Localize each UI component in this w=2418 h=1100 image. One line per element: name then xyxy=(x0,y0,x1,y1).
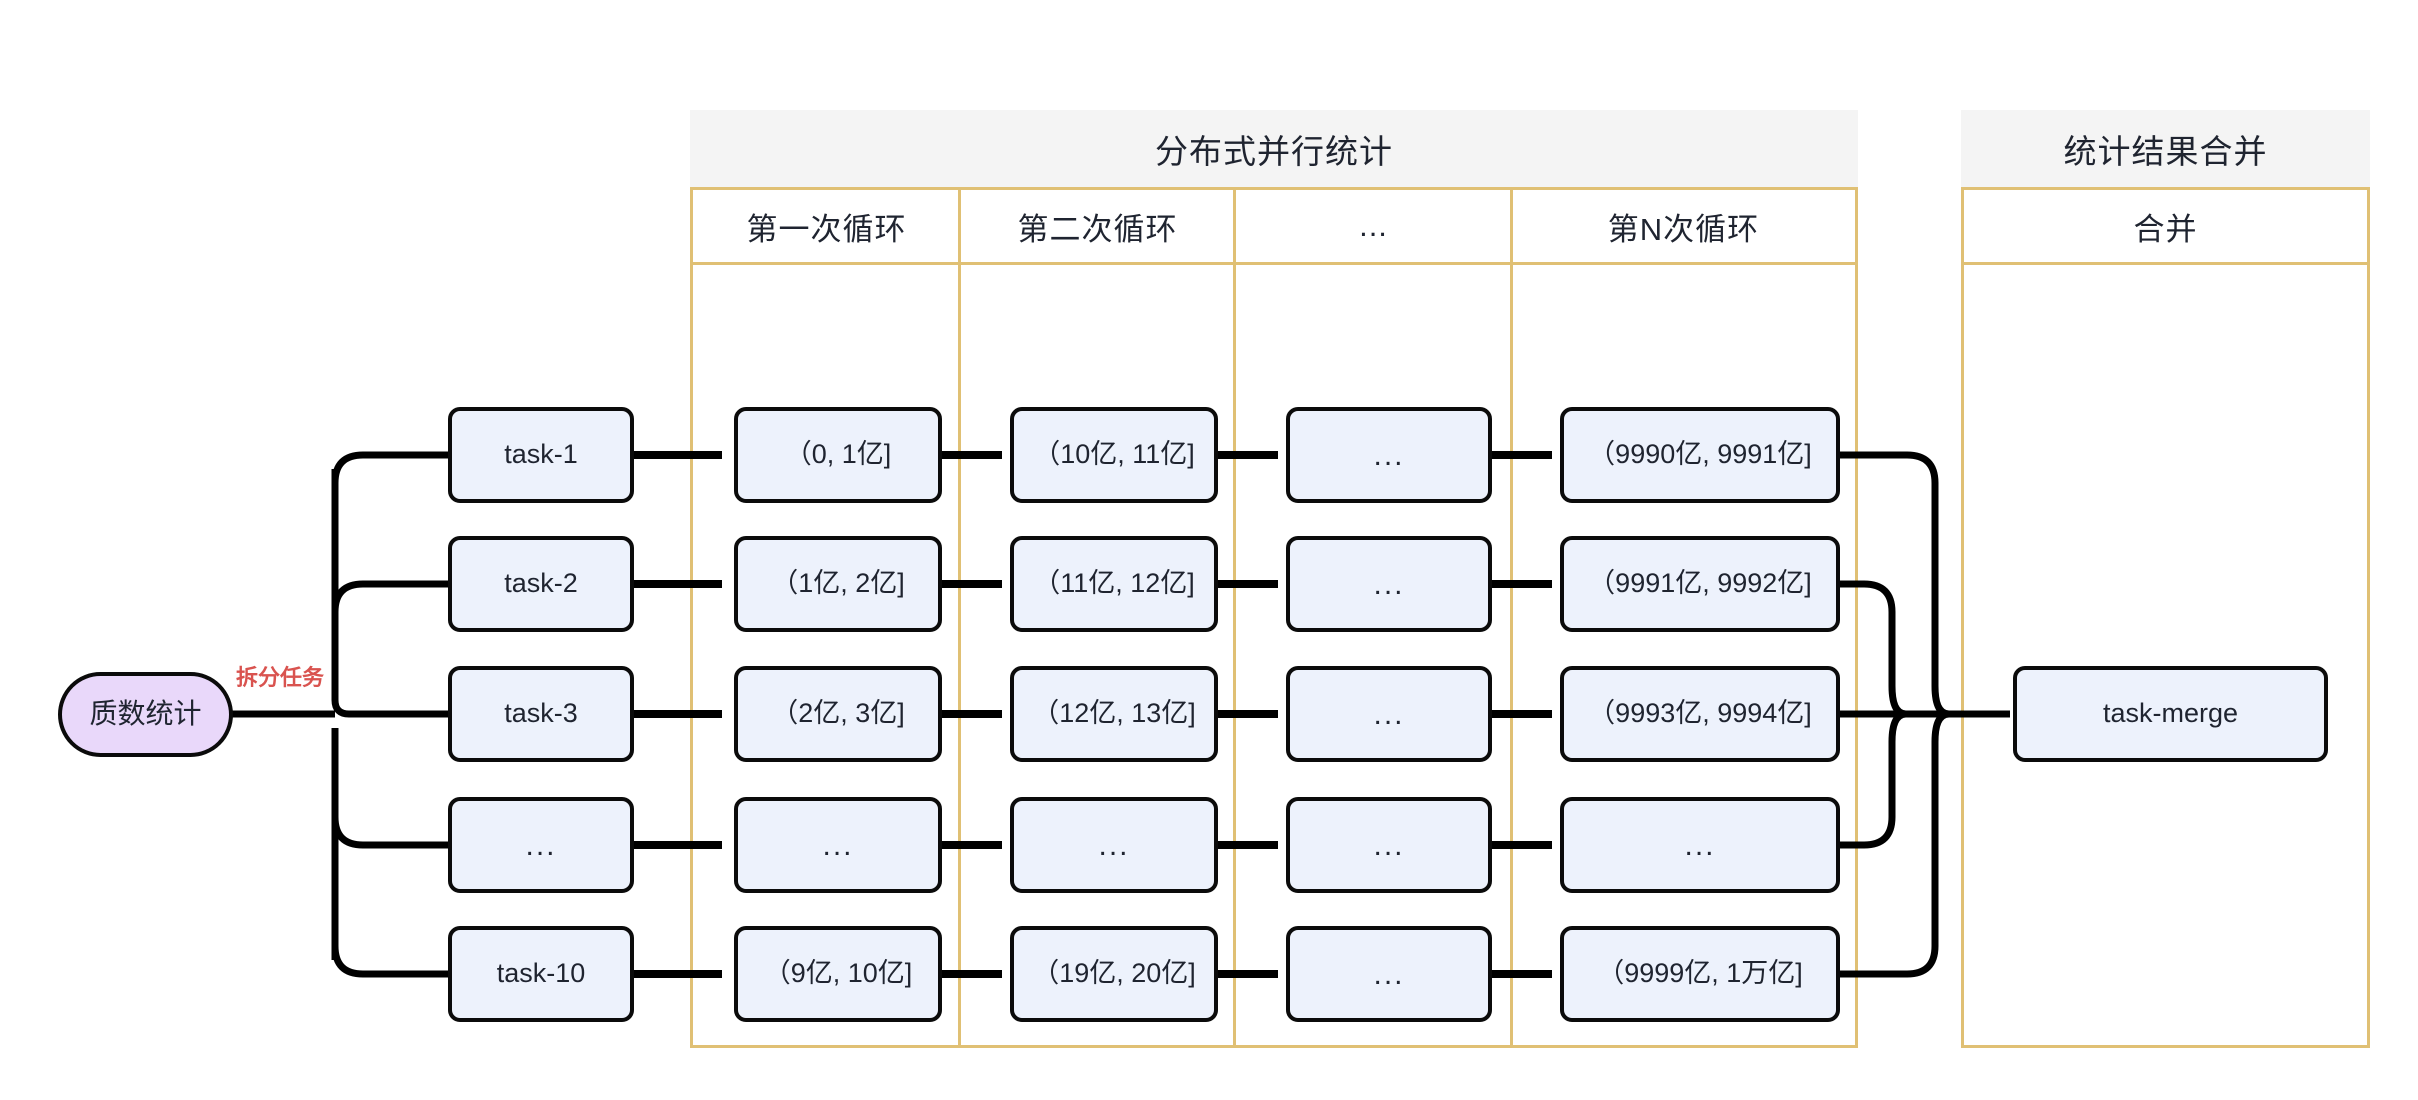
node-task-row-1-label: task-1 xyxy=(504,439,578,470)
node-loopN-row-1-label: （9990亿, 9991亿] xyxy=(1588,439,1812,470)
node-loopN-row-3-label: （9993亿, 9994亿] xyxy=(1588,698,1812,729)
node-start-label: 质数统计 xyxy=(89,698,202,730)
node-task-row-3[interactable]: task-3 xyxy=(448,666,634,762)
node-loop1-row-2-label: （1亿, 2亿] xyxy=(771,568,905,599)
node-loopN-row-5[interactable]: （9999亿, 1万亿] xyxy=(1560,926,1840,1022)
node-loop1-row-5[interactable]: （9亿, 10亿] xyxy=(734,926,942,1022)
node-loopN-row-2-label: （9991亿, 9992亿] xyxy=(1588,568,1812,599)
node-loop2-row-5-label: （19亿, 20亿] xyxy=(1032,958,1196,989)
node-task-row-2[interactable]: task-2 xyxy=(448,536,634,632)
column-header-loop1: 第一次循环 xyxy=(693,190,960,265)
node-task-row-4-label: ... xyxy=(525,828,557,862)
column-divider-3 xyxy=(1510,190,1513,1048)
node-task-row-3-label: task-3 xyxy=(504,698,578,729)
lane-parallel-title: 分布式并行统计 xyxy=(690,110,1858,190)
node-loop2-row-5[interactable]: （19亿, 20亿] xyxy=(1010,926,1218,1022)
node-loop-mid-row-5-label: ... xyxy=(1373,957,1405,991)
node-loop2-row-1[interactable]: （10亿, 11亿] xyxy=(1010,407,1218,503)
node-loop2-row-2[interactable]: （11亿, 12亿] xyxy=(1010,536,1218,632)
column-header-loop1-text: 第一次循环 xyxy=(746,211,907,247)
column-header-merge-text: 合并 xyxy=(2133,211,2198,247)
column-header-loop-mid-text: ... xyxy=(1359,208,1388,243)
lane-merge-title: 统计结果合并 xyxy=(1961,110,2370,190)
column-header-merge: 合并 xyxy=(1964,190,2367,265)
column-header-loopN-text: 第N次循环 xyxy=(1607,211,1760,247)
node-loopN-row-4[interactable]: ... xyxy=(1560,797,1840,893)
node-task-row-5-label: task-10 xyxy=(496,958,586,989)
node-task-row-4[interactable]: ... xyxy=(448,797,634,893)
column-header-loop-mid: ... xyxy=(1235,190,1512,265)
column-header-loop2: 第二次循环 xyxy=(960,190,1235,265)
node-loopN-row-2[interactable]: （9991亿, 9992亿] xyxy=(1560,536,1840,632)
node-loop2-row-2-label: （11亿, 12亿] xyxy=(1033,568,1195,599)
edge-label-split-task-text: 拆分任务 xyxy=(236,665,325,690)
edge-label-split-task: 拆分任务 xyxy=(236,660,324,692)
node-loop-mid-row-1-label: ... xyxy=(1373,438,1405,472)
node-loopN-row-3[interactable]: （9993亿, 9994亿] xyxy=(1560,666,1840,762)
node-loop-mid-row-4-label: ... xyxy=(1373,828,1405,862)
node-loop1-row-4-label: ... xyxy=(822,828,854,862)
node-loop2-row-4-label: ... xyxy=(1098,828,1130,862)
node-loopN-row-5-label: （9999亿, 1万亿] xyxy=(1597,958,1803,989)
column-header-loopN: 第N次循环 xyxy=(1512,190,1855,265)
node-task-row-1[interactable]: task-1 xyxy=(448,407,634,503)
node-task-merge-label: task-merge xyxy=(2102,698,2239,729)
node-loop-mid-row-2-label: ... xyxy=(1373,567,1405,601)
node-loop1-row-1-label: （0, 1亿] xyxy=(784,439,892,470)
node-loop-mid-row-1[interactable]: ... xyxy=(1286,407,1492,503)
node-task-row-2-label: task-2 xyxy=(504,568,578,599)
lane-parallel-title-text: 分布式并行统计 xyxy=(1155,132,1393,170)
node-loop-mid-row-3-label: ... xyxy=(1373,697,1405,731)
node-loop1-row-3[interactable]: （2亿, 3亿] xyxy=(734,666,942,762)
node-loop1-row-2[interactable]: （1亿, 2亿] xyxy=(734,536,942,632)
node-loop2-row-1-label: （10亿, 11亿] xyxy=(1033,439,1195,470)
lane-merge-title-text: 统计结果合并 xyxy=(2063,132,2268,170)
node-loop1-row-3-label: （2亿, 3亿] xyxy=(771,698,905,729)
column-header-loop2-text: 第二次循环 xyxy=(1017,211,1178,247)
node-loop2-row-3-label: （12亿, 13亿] xyxy=(1032,698,1196,729)
node-loop1-row-4[interactable]: ... xyxy=(734,797,942,893)
node-start[interactable]: 质数统计 xyxy=(58,672,233,757)
node-loop2-row-4[interactable]: ... xyxy=(1010,797,1218,893)
node-loop-mid-row-3[interactable]: ... xyxy=(1286,666,1492,762)
node-loop-mid-row-4[interactable]: ... xyxy=(1286,797,1492,893)
column-divider-2 xyxy=(1233,190,1236,1048)
node-loop-mid-row-2[interactable]: ... xyxy=(1286,536,1492,632)
node-task-merge[interactable]: task-merge xyxy=(2013,666,2328,762)
node-loop1-row-1[interactable]: （0, 1亿] xyxy=(734,407,942,503)
node-loopN-row-1[interactable]: （9990亿, 9991亿] xyxy=(1560,407,1840,503)
node-loop-mid-row-5[interactable]: ... xyxy=(1286,926,1492,1022)
node-task-row-5[interactable]: task-10 xyxy=(448,926,634,1022)
column-divider-1 xyxy=(958,190,961,1048)
node-loop1-row-5-label: （9亿, 10亿] xyxy=(763,958,913,989)
node-loopN-row-4-label: ... xyxy=(1684,828,1716,862)
node-loop2-row-3[interactable]: （12亿, 13亿] xyxy=(1010,666,1218,762)
